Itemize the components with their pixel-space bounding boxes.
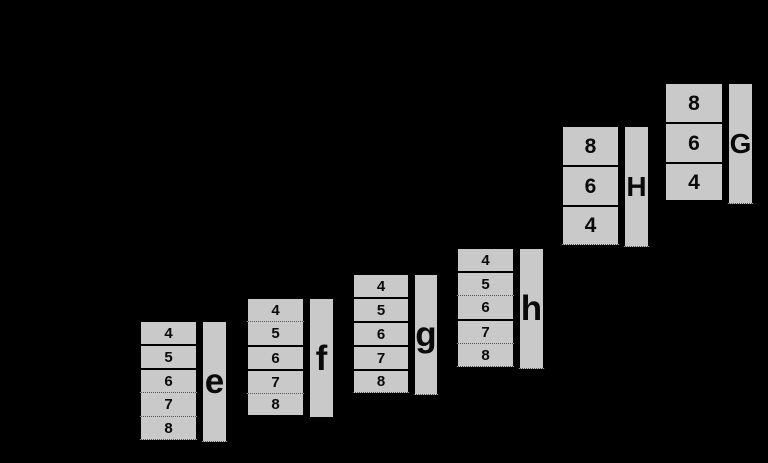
hole-cell: 8 xyxy=(561,125,620,165)
hole-number: 8 xyxy=(584,134,597,158)
note-letter: H xyxy=(626,170,647,202)
note-letter: G xyxy=(729,127,752,159)
hole-cell: 7 xyxy=(139,392,198,416)
hole-number-column: 8 6 4 xyxy=(561,125,620,247)
note-letter-cell: e xyxy=(201,320,228,442)
hole-cell: 4 xyxy=(139,320,198,344)
hole-number: 8 xyxy=(376,373,386,390)
hole-cell: 7 xyxy=(246,369,305,393)
hole-cell: 6 xyxy=(139,368,198,392)
hole-number: 8 xyxy=(271,396,280,413)
note-group-H: 8 6 4 H xyxy=(561,125,650,247)
hole-number: 6 xyxy=(376,325,386,343)
note-letter: h xyxy=(520,289,543,328)
hole-cell: 8 xyxy=(352,369,410,393)
hole-number: 7 xyxy=(376,349,386,367)
note-letter-cell: h xyxy=(518,247,545,369)
hole-cell: 6 xyxy=(456,295,515,319)
hole-cell: 5 xyxy=(139,344,198,368)
hole-number-column: 4 5 6 7 8 xyxy=(456,247,515,369)
note-group-f: 4 5 6 7 8 f xyxy=(246,297,335,419)
hole-number: 4 xyxy=(164,324,173,342)
hole-cell: 5 xyxy=(456,271,515,295)
note-letter-cell: G xyxy=(727,82,754,204)
hole-number: 4 xyxy=(688,170,700,194)
hole-number: 6 xyxy=(164,372,173,390)
hole-cell: 4 xyxy=(456,247,515,271)
hole-cell: 8 xyxy=(139,416,198,440)
hole-cell: 7 xyxy=(352,345,410,369)
hole-cell: 6 xyxy=(246,345,305,369)
hole-cell: 8 xyxy=(664,82,724,122)
note-letter: e xyxy=(204,362,225,401)
hole-cell: 7 xyxy=(456,319,515,343)
hole-number: 8 xyxy=(481,346,490,364)
hole-number: 7 xyxy=(481,323,490,341)
hole-number: 5 xyxy=(481,275,490,293)
hole-number: 6 xyxy=(481,299,490,316)
hole-cell: 6 xyxy=(664,122,724,162)
hole-cell: 6 xyxy=(352,321,410,345)
note-letter: f xyxy=(315,338,328,378)
hole-number: 5 xyxy=(271,325,280,342)
hole-cell: 4 xyxy=(352,273,410,297)
hole-cell: 8 xyxy=(456,343,515,367)
hole-cell: 4 xyxy=(561,205,620,245)
hole-number-column: 4 5 6 7 8 xyxy=(139,320,198,442)
hole-number-column: 8 6 4 xyxy=(664,82,724,204)
hole-number: 8 xyxy=(688,91,700,115)
hole-number: 4 xyxy=(584,214,597,237)
hole-number: 6 xyxy=(688,131,700,155)
note-letter-cell: H xyxy=(623,125,650,247)
hole-number: 4 xyxy=(376,277,386,295)
hole-number-column: 4 5 6 7 8 xyxy=(352,273,410,395)
note-group-h: 4 5 6 7 8 h xyxy=(456,247,545,369)
hole-number: 5 xyxy=(164,348,173,366)
hole-number: 5 xyxy=(376,301,386,319)
hole-cell: 5 xyxy=(246,321,305,345)
hole-number: 6 xyxy=(584,174,597,198)
hole-cell: 4 xyxy=(664,162,724,202)
hole-number: 6 xyxy=(271,349,280,367)
hole-number: 4 xyxy=(271,301,280,319)
note-letter-cell: g xyxy=(413,273,439,395)
hole-number: 7 xyxy=(271,373,280,391)
note-group-e: 4 5 6 7 8 e xyxy=(139,320,228,442)
hole-cell: 5 xyxy=(352,297,410,321)
hole-cell: 8 xyxy=(246,393,305,417)
hole-number-column: 4 5 6 7 8 xyxy=(246,297,305,419)
hole-number: 8 xyxy=(164,419,173,437)
note-group-g: 4 5 6 7 8 g xyxy=(352,273,439,395)
note-letter-cell: f xyxy=(308,297,335,419)
hole-cell: 4 xyxy=(246,297,305,321)
hole-number: 7 xyxy=(164,396,173,413)
hole-cell: 6 xyxy=(561,165,620,205)
note-group-G: 8 6 4 G xyxy=(664,82,754,204)
hole-number: 4 xyxy=(481,251,490,269)
note-letter: g xyxy=(415,315,437,354)
